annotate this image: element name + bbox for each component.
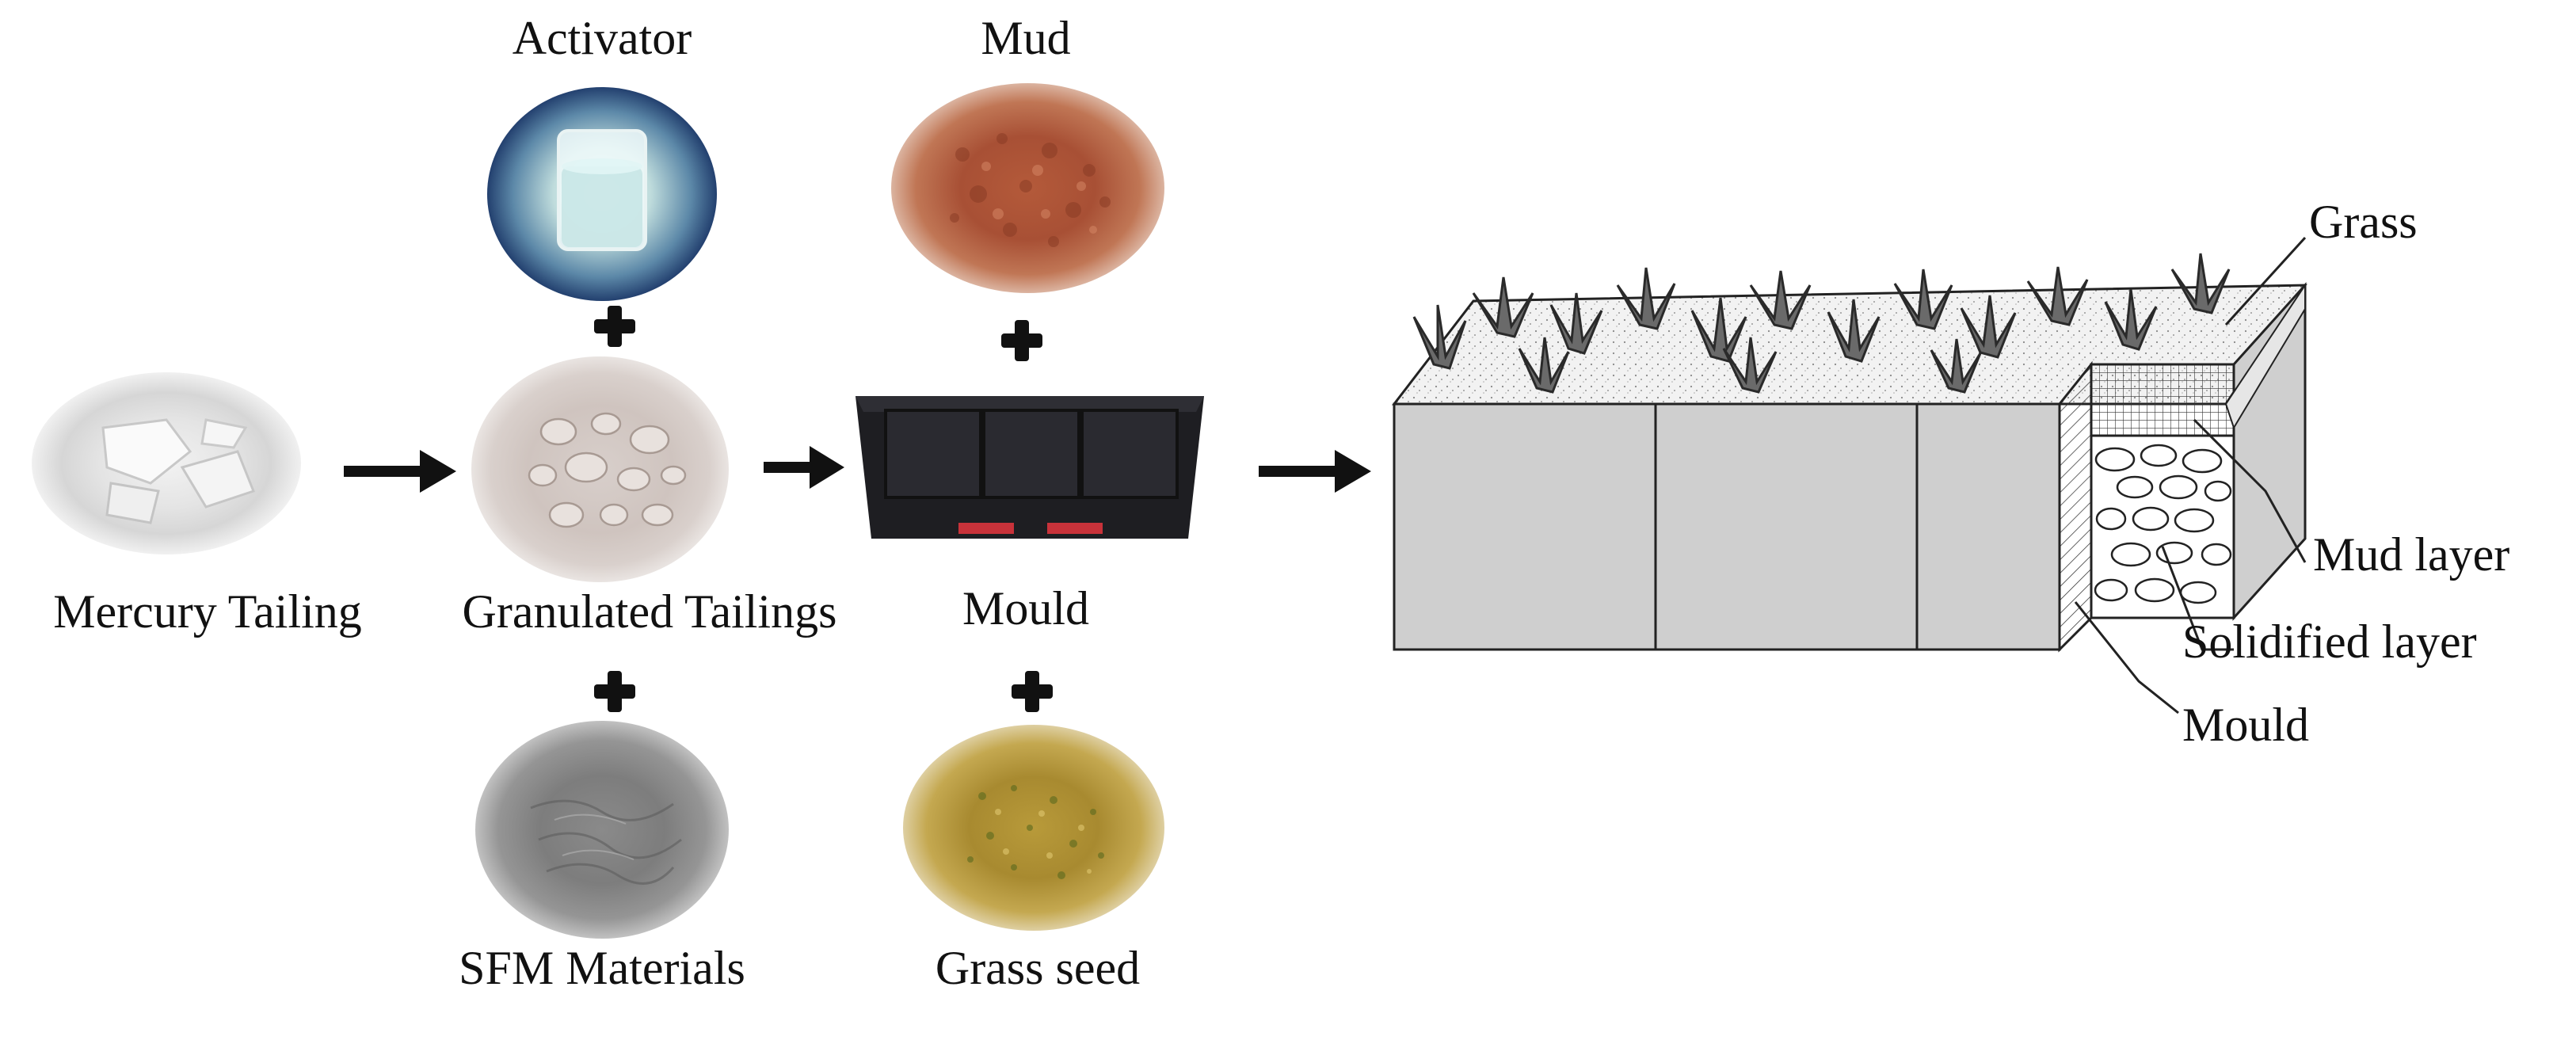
mud-label: Mud [981, 12, 1071, 64]
seed-texture [967, 785, 1104, 879]
plus-icon [1008, 668, 1056, 715]
leader-lines [2074, 236, 2307, 714]
tailing-chunks [101, 418, 255, 524]
grass-seed-photo [903, 725, 1164, 931]
model-illustration [1391, 236, 2307, 714]
sfm-texture [530, 799, 682, 885]
beaker-icon [557, 129, 647, 251]
arrow-right-icon [1259, 450, 1371, 493]
granulated-tailings-photo [471, 356, 729, 582]
arrow-right-icon [344, 450, 456, 493]
activator-photo [487, 87, 717, 301]
granule-texture [528, 412, 687, 528]
mercury-tailing-label: Mercury Tailing [53, 585, 362, 638]
mud-photo [891, 83, 1164, 293]
plus-icon [591, 303, 638, 350]
mercury-tailing-photo [32, 372, 301, 554]
solidified-layer-gravel [2090, 434, 2235, 619]
grass-tufts [1412, 253, 2231, 394]
sfm-materials-photo [475, 721, 729, 939]
mould-front-face [1393, 402, 2061, 651]
mud-layer-label: Mud layer [2313, 528, 2510, 581]
grass-seed-label: Grass seed [935, 942, 1141, 994]
mud-texture [950, 133, 1111, 247]
activator-label: Activator [512, 12, 692, 64]
cutaway-section [2058, 282, 2307, 653]
mould-label: Mould [2182, 699, 2310, 751]
mould-box-photo [855, 396, 1204, 539]
granulated-tailings-label: Granulated Tailings [462, 585, 837, 638]
solidified-layer-label: Solidified layer [2182, 615, 2477, 668]
sfm-materials-label: SFM Materials [459, 942, 745, 994]
plus-icon [591, 668, 638, 715]
grass-label: Grass [2309, 196, 2418, 248]
arrow-right-icon [764, 446, 844, 489]
plus-icon [998, 317, 1046, 364]
mould-box-label: Mould [962, 582, 1090, 634]
